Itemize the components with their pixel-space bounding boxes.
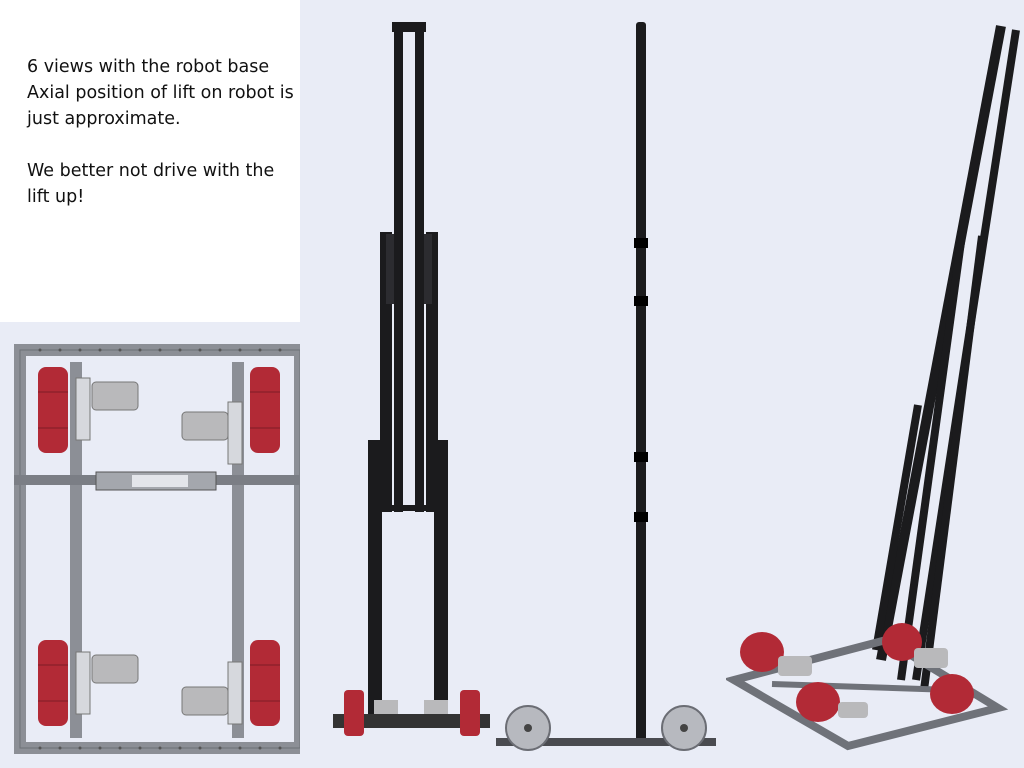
robot-lift-isometric-view-icon	[726, 0, 1024, 768]
isometric-view-image	[726, 0, 1024, 768]
slide-notes: 6 views with the robot base Axial positi…	[27, 54, 299, 210]
robot-lift-front-view-icon	[300, 0, 494, 768]
side-view-image	[494, 0, 726, 768]
top-view-image	[0, 322, 310, 768]
robot-base-top-view-icon	[0, 322, 310, 768]
front-view-image	[300, 0, 494, 768]
notes-paragraph-2: We better not drive with the lift up!	[27, 161, 275, 207]
notes-paragraph-1: 6 views with the robot base Axial positi…	[27, 57, 294, 129]
robot-lift-side-view-icon	[494, 0, 726, 768]
